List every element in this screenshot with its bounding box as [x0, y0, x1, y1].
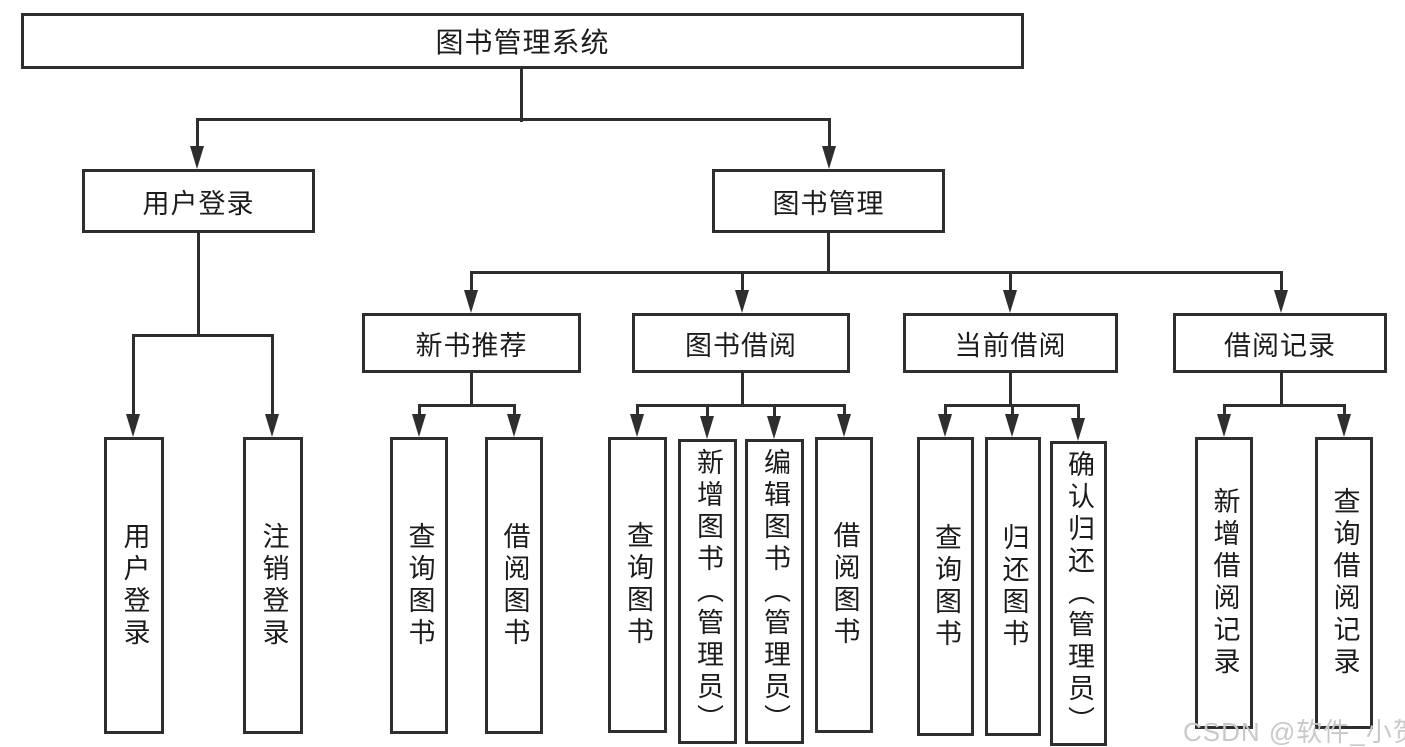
arrowhead-down — [1071, 418, 1085, 441]
leaf-query-books-borrowing: 查询图书 — [608, 437, 667, 733]
leaf-borrow-books-recommend: 借阅图书 — [485, 437, 543, 734]
leaf-add-books-admin: 新增图书（管理员） — [678, 439, 737, 744]
arrowhead-down — [1217, 414, 1231, 437]
connector-line — [196, 120, 199, 149]
arrowhead-down — [630, 414, 644, 437]
connector-line — [636, 404, 846, 407]
node-new-book-recommendation: 新书推荐 — [362, 313, 581, 373]
connector-line — [132, 334, 135, 417]
connector-line — [132, 334, 274, 337]
leaf-borrow-books: 借阅图书 — [815, 437, 873, 733]
node-book-borrowing: 图书借阅 — [632, 313, 850, 373]
node-book-management: 图书管理 — [712, 169, 945, 233]
arrowhead-down — [464, 290, 478, 313]
connector-line — [636, 404, 639, 417]
connector-line — [470, 271, 1283, 274]
leaf-query-borrow-record: 查询借阅记录 — [1315, 437, 1373, 729]
arrowhead-down — [412, 414, 426, 437]
connector-line — [520, 69, 523, 122]
arrowhead-down — [837, 414, 851, 437]
leaf-edit-books-admin: 编辑图书（管理员） — [745, 439, 804, 744]
leaf-logout: 注销登录 — [243, 437, 303, 734]
arrowhead-down — [767, 416, 781, 439]
connector-line — [773, 404, 776, 419]
connector-line — [1223, 404, 1226, 417]
connector-line — [1009, 373, 1012, 407]
arrowhead-down — [1274, 290, 1288, 313]
connector-line — [706, 404, 709, 419]
arrowhead-down — [507, 414, 521, 437]
connector-line — [944, 404, 947, 417]
arrowhead-down — [700, 416, 714, 439]
connector-line — [827, 233, 830, 274]
connector-line — [843, 404, 846, 417]
connector-line — [1009, 271, 1012, 293]
arrowhead-down — [265, 414, 279, 437]
connector-line — [741, 373, 744, 407]
connector-line — [196, 118, 831, 121]
leaf-return-books: 归还图书 — [985, 437, 1041, 736]
arrowhead-down — [735, 290, 749, 313]
connector-line — [513, 404, 516, 417]
leaf-add-borrow-record: 新增借阅记录 — [1195, 437, 1253, 729]
connector-line — [1077, 404, 1080, 421]
connector-line — [418, 404, 421, 417]
connector-line — [470, 373, 473, 407]
arrowhead-down — [190, 146, 204, 169]
node-current-borrowing: 当前借阅 — [903, 313, 1118, 373]
leaf-query-books-current: 查询图书 — [917, 437, 974, 736]
connector-line — [741, 271, 744, 293]
arrowhead-down — [1337, 414, 1351, 437]
connector-line — [418, 404, 516, 407]
node-user-login: 用户登录 — [82, 169, 315, 233]
connector-line — [1223, 404, 1346, 407]
arrowhead-down — [1005, 414, 1019, 437]
connector-line — [1011, 404, 1014, 417]
node-borrowing-records: 借阅记录 — [1173, 313, 1387, 373]
connector-line — [1280, 373, 1283, 407]
arrowhead-down — [938, 414, 952, 437]
connector-line — [1280, 271, 1283, 293]
connector-line — [470, 271, 473, 293]
arrowhead-down — [822, 146, 836, 169]
leaf-confirm-return-admin: 确认归还（管理员） — [1050, 441, 1107, 746]
connector-line — [1343, 404, 1346, 417]
connector-line — [271, 334, 274, 417]
csdn-watermark: CSDN @软件_小贺同学 — [1183, 717, 1405, 747]
leaf-query-books-recommend: 查询图书 — [390, 437, 448, 734]
connector-line — [197, 233, 200, 337]
arrowhead-down — [126, 414, 140, 437]
connector-line — [828, 120, 831, 149]
node-root-library-system: 图书管理系统 — [21, 13, 1024, 69]
arrowhead-down — [1003, 290, 1017, 313]
leaf-user-login: 用户登录 — [104, 437, 164, 734]
